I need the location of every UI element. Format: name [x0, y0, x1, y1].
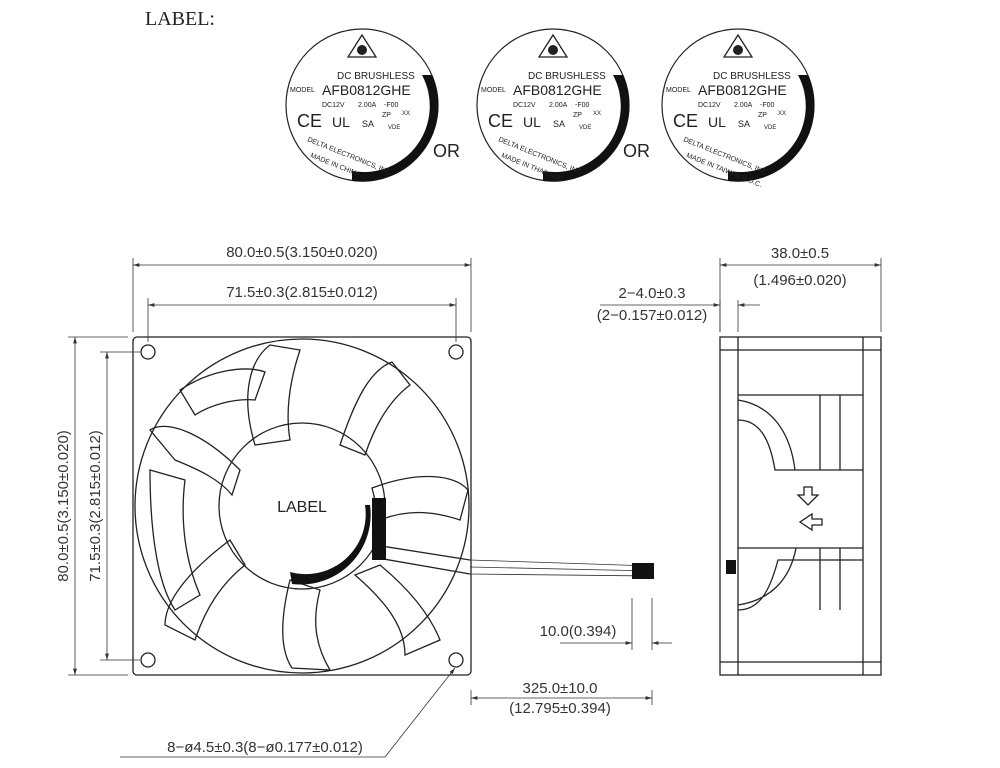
dimension-lines	[68, 258, 882, 758]
ce-mark-icon: CE	[488, 111, 513, 131]
label-voltage: DC12V	[698, 102, 721, 109]
fan-front-view: LABEL	[132, 336, 654, 676]
dim-flange-in: (2−0.157±0.012)	[597, 307, 707, 324]
dim-overall-height: 80.0±0.5(3.150±0.020)	[55, 430, 72, 582]
dim-hole-pitch-y: 71.5±0.3(2.815±0.012)	[87, 430, 104, 582]
label-current: 2.00A	[358, 102, 377, 109]
fan-side-view	[719, 336, 882, 676]
ul-mark-icon: UL	[708, 114, 726, 130]
label-model-prefix: MODEL	[666, 87, 691, 94]
zp-mark-icon: ZP	[758, 112, 767, 119]
sa-mark-icon: SA	[362, 119, 374, 129]
xx-mark-icon: XX	[593, 111, 601, 117]
ul-mark-icon: UL	[523, 114, 541, 130]
label-voltage: DC12V	[513, 102, 536, 109]
mount-hole-bl	[140, 652, 156, 668]
sa-mark-icon: SA	[553, 119, 565, 129]
label-black-band	[352, 75, 439, 182]
delta-logo-icon	[346, 33, 378, 58]
mount-hole-br	[448, 652, 464, 668]
vde-mark-icon: VDE	[388, 125, 400, 131]
ce-mark-icon: CE	[673, 111, 698, 131]
label-heading: LABEL:	[145, 8, 215, 30]
label-suffix: -F00	[760, 102, 775, 109]
arrow-left-icon	[798, 512, 823, 532]
label-model: AFB0812GHE	[698, 82, 787, 98]
dim-mount-holes: 8−ø4.5±0.3(8−ø0.177±0.012)	[167, 739, 363, 756]
delta-logo-icon	[722, 33, 754, 58]
hub-label: LABEL	[277, 499, 327, 516]
label-black-band	[543, 75, 630, 182]
dim-flange-mm: 2−4.0±0.3	[618, 285, 685, 302]
label-model-prefix: MODEL	[290, 87, 315, 94]
ce-mark-icon: CE	[297, 111, 322, 131]
label-model: AFB0812GHE	[322, 82, 411, 98]
dim-hole-pitch-x: 71.5±0.3(2.815±0.012)	[226, 284, 378, 301]
label-model-prefix: MODEL	[481, 87, 506, 94]
ul-mark-icon: UL	[332, 114, 350, 130]
mount-hole-tr	[448, 344, 464, 360]
label-variant-3: DC BRUSHLESS MODEL AFB0812GHE DC12V 2.00A -F0…	[661, 28, 815, 189]
label-voltage: DC12V	[322, 102, 345, 109]
dim-depth-mm: 38.0±0.5	[771, 245, 829, 262]
zp-mark-icon: ZP	[573, 112, 582, 119]
xx-mark-icon: XX	[402, 111, 410, 117]
mount-hole-tl	[140, 344, 156, 360]
label-suffix: -F00	[384, 102, 399, 109]
label-suffix: -F00	[575, 102, 590, 109]
sa-mark-icon: SA	[738, 119, 750, 129]
vde-mark-icon: VDE	[764, 125, 776, 131]
delta-logo-icon	[537, 33, 569, 58]
xx-mark-icon: XX	[778, 111, 786, 117]
label-title: DC BRUSHLESS	[713, 71, 791, 82]
fan-blades	[149, 344, 469, 671]
vde-mark-icon: VDE	[579, 125, 591, 131]
label-current: 2.00A	[549, 102, 568, 109]
dim-lead-length-mm: 325.0±10.0	[523, 680, 598, 697]
dim-depth-in: (1.496±0.020)	[753, 272, 846, 289]
dim-lead-strip: 10.0(0.394)	[540, 623, 617, 640]
label-current: 2.00A	[734, 102, 753, 109]
arrow-down-icon	[796, 486, 820, 506]
label-variant-2: DC BRUSHLESS MODEL AFB0812GHE DC12V 2.00A -F0…	[476, 28, 630, 183]
dim-lead-length-in: (12.795±0.394)	[509, 700, 611, 717]
or-separator-1: OR	[433, 141, 460, 161]
zp-mark-icon: ZP	[382, 112, 391, 119]
label-model: AFB0812GHE	[513, 82, 602, 98]
label-title: DC BRUSHLESS	[337, 71, 415, 82]
dim-overall-width: 80.0±0.5(3.150±0.020)	[226, 244, 378, 261]
label-title: DC BRUSHLESS	[528, 71, 606, 82]
lead-wires	[469, 559, 654, 579]
label-black-band	[728, 75, 815, 182]
or-separator-2: OR	[623, 141, 650, 161]
label-variant-1: DC BRUSHLESS MODEL AFB0812GHE DC12V 2.00A -F0…	[285, 28, 439, 182]
